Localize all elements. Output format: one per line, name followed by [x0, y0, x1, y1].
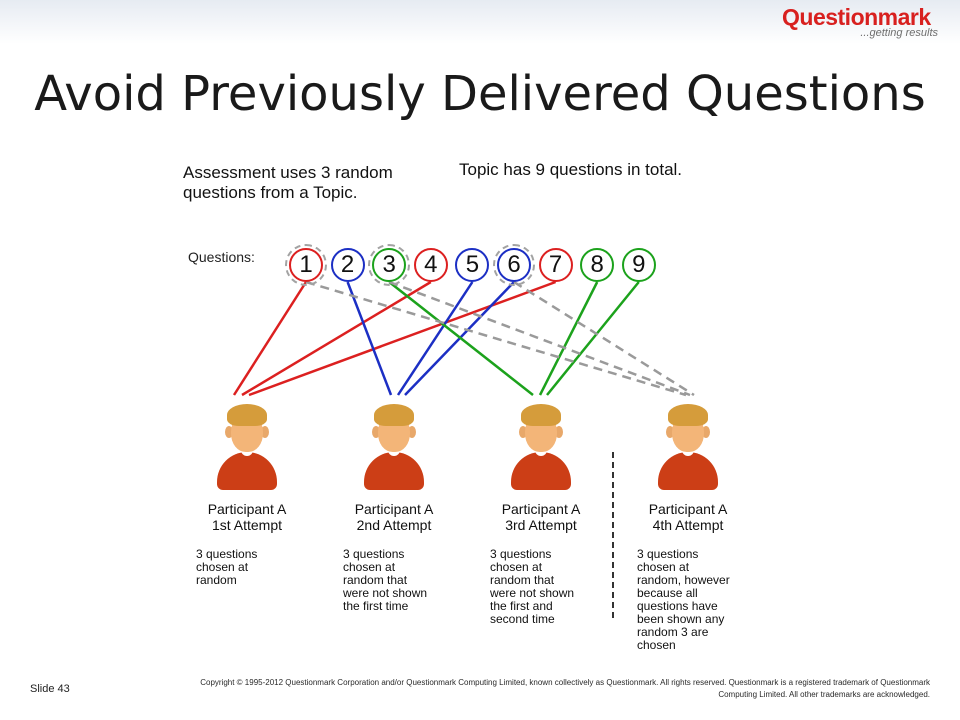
- question-8-circle: 8: [580, 248, 615, 282]
- participant-attempt: 4th Attempt: [652, 517, 724, 533]
- slide-number: Slide 43: [30, 683, 70, 695]
- question-9-circle: 9: [621, 248, 656, 282]
- previously-delivered-ring: [493, 244, 535, 286]
- topic-description: Topic has 9 questions in total.: [459, 160, 683, 179]
- logo-wordmark: Questionmark: [782, 4, 931, 30]
- questions-label: Questions:: [188, 249, 255, 265]
- question-1-circle: 1: [289, 248, 323, 282]
- question-5-circle: 5: [455, 248, 490, 282]
- connection-line: [388, 280, 691, 397]
- copyright-notice: Copyright © 1995-2012 Questionmark Corpo…: [200, 678, 930, 699]
- slide-title: Avoid Previously Delivered Questions: [34, 66, 926, 122]
- question-4-circle: 4: [413, 248, 448, 282]
- connection-line: [232, 281, 308, 396]
- participant-attempt: 1st Attempt: [211, 517, 283, 533]
- attempt-description: 3 questions chosen at random that were n…: [343, 547, 428, 613]
- connection-line: [241, 280, 432, 397]
- participant-name: Participant A: [354, 501, 434, 517]
- previously-delivered-ring: [285, 244, 327, 286]
- participant-avatar-icon: [656, 404, 720, 490]
- attempt-description: 3 questions chosen at random that were n…: [490, 547, 575, 626]
- participant-name: Participant A: [501, 501, 581, 517]
- question-7-circle: 7: [538, 248, 573, 282]
- participant-avatar-icon: [362, 404, 426, 490]
- question-2-circle: 2: [330, 248, 365, 282]
- previously-delivered-ring: [368, 244, 411, 286]
- connection-line: [305, 280, 687, 397]
- header-band: [0, 0, 960, 44]
- question-6-circle: 6: [497, 248, 531, 282]
- assessment-description: Assessment uses 3 random questions from …: [183, 163, 393, 202]
- participant-name: Participant A: [207, 501, 287, 517]
- connection-line: [346, 281, 393, 396]
- question-3-circle: 3: [372, 248, 407, 282]
- participant-attempt: 3rd Attempt: [505, 517, 577, 533]
- connection-line: [396, 281, 474, 396]
- attempt-description: 3 questions chosen at random: [196, 547, 258, 587]
- logo-tagline: ...getting results: [860, 27, 938, 39]
- connection-line: [546, 281, 640, 396]
- questionmark-logo: Questionmark ...getting results: [782, 4, 942, 40]
- participant-attempt: 2nd Attempt: [356, 517, 432, 533]
- connection-line: [388, 281, 534, 396]
- connection-line: [248, 280, 557, 397]
- attempt-description: 3 questions chosen at random, however be…: [637, 547, 730, 652]
- connection-line: [513, 280, 695, 397]
- participant-name: Participant A: [648, 501, 728, 517]
- connection-line: [538, 281, 599, 396]
- attempt-divider: [612, 452, 614, 618]
- participant-avatar-icon: [215, 404, 279, 490]
- participant-avatar-icon: [509, 404, 573, 490]
